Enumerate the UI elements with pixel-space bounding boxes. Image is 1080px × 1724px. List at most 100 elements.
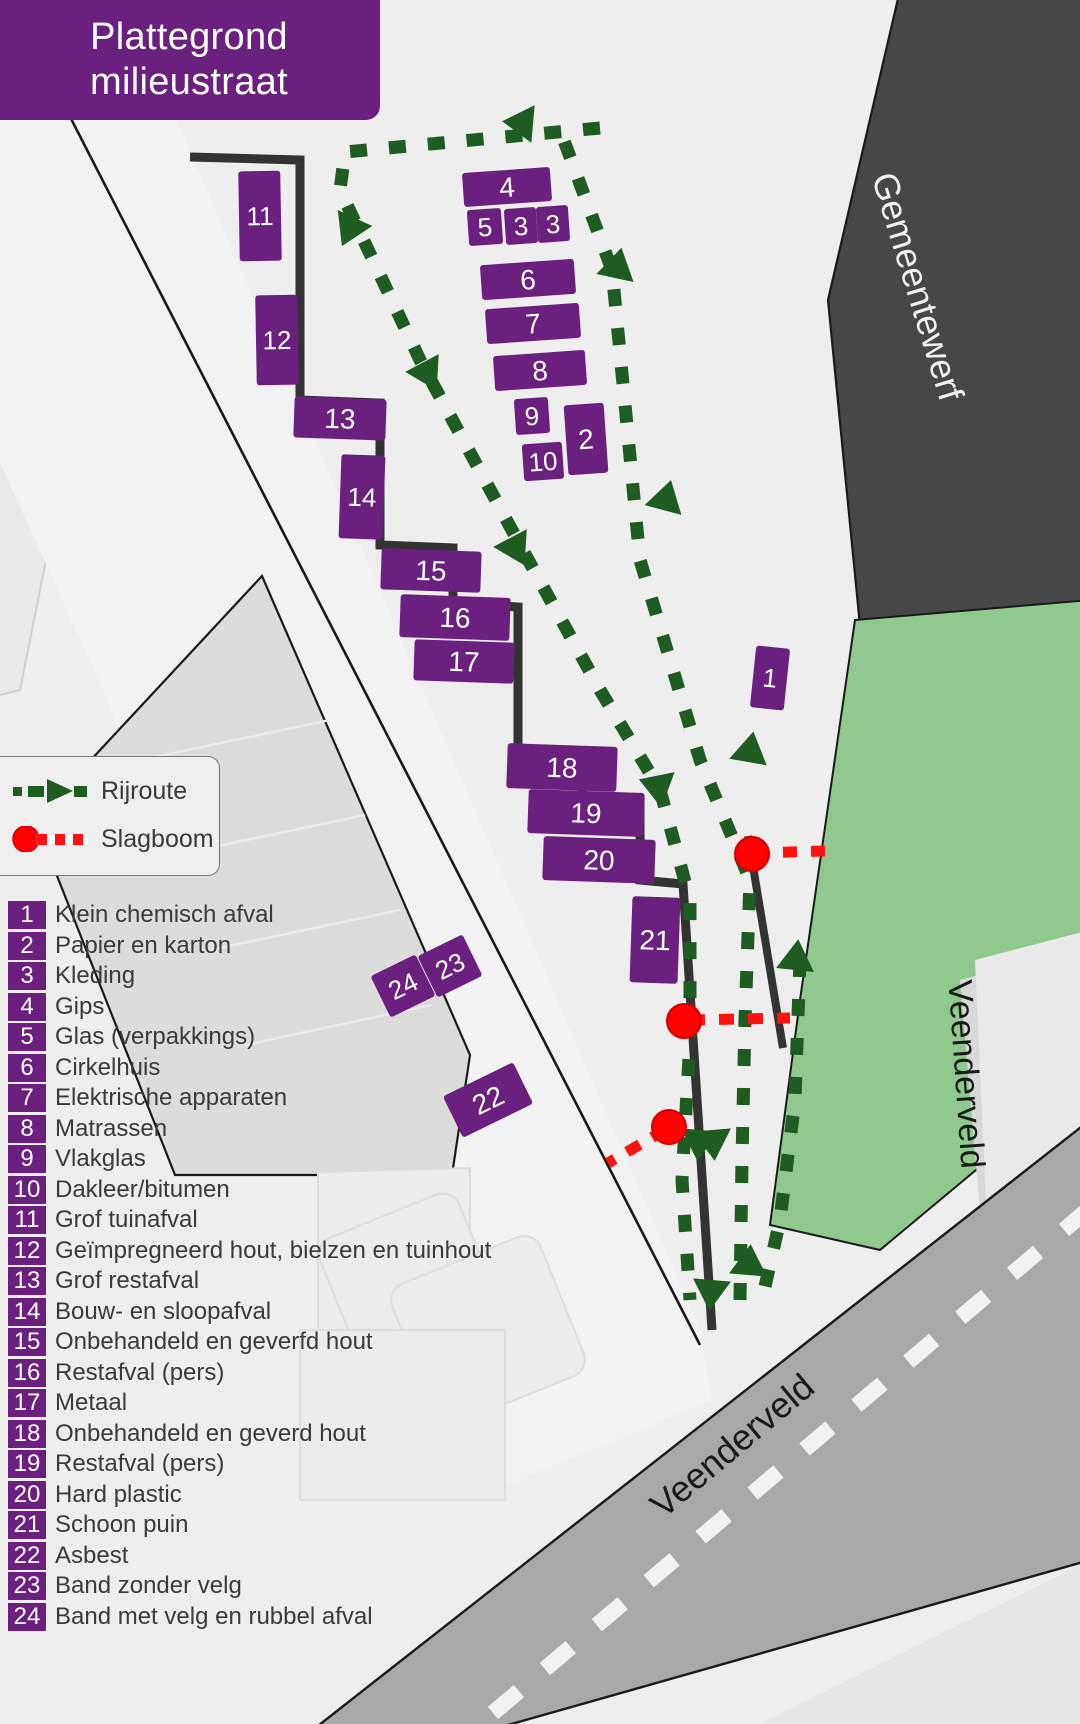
legend-item-number: 18 (8, 1419, 46, 1448)
container-24: 24 (371, 955, 435, 1017)
legend-item: 22 Asbest (8, 1541, 528, 1572)
container-6: 6 (480, 258, 576, 301)
legend-item-number: 24 (8, 1602, 46, 1631)
legend-item: 17 Metaal (8, 1388, 528, 1419)
legend-item-number: 10 (8, 1175, 46, 1204)
legend-label-slagboom: Slagboom (101, 824, 214, 853)
legend-row-rijroute: Rijroute (0, 767, 219, 815)
container-3: 3 (503, 207, 539, 245)
legend-item-label: Metaal (55, 1389, 128, 1417)
container-number: 11 (246, 201, 274, 231)
container-number: 8 (531, 355, 549, 387)
container-box (521, 441, 565, 482)
container-number: 21 (639, 924, 671, 956)
container-box (255, 294, 299, 386)
container-9: 9 (513, 397, 551, 435)
container-box (462, 167, 552, 207)
legend-item-number: 5 (8, 1023, 46, 1052)
legend-item-number: 19 (8, 1450, 46, 1479)
container-number: 7 (524, 308, 542, 340)
legend-item-number: 4 (8, 992, 46, 1021)
route-legend: Rijroute Slagboom (0, 756, 220, 876)
container-1: 1 (750, 645, 790, 711)
container-3: 3 (535, 205, 571, 243)
container-box (542, 836, 656, 884)
container-box (238, 170, 282, 262)
legend-item-label: Grof restafval (55, 1267, 200, 1295)
legend-item-label: Grof tuinafval (55, 1206, 198, 1234)
legend-item-label: Bouw- en sloopafval (55, 1297, 272, 1325)
slagboom-1 (734, 836, 826, 872)
page-title-line2: milieustraat (90, 61, 288, 103)
container-box (293, 396, 387, 441)
rijroute-arrowheads (337, 105, 814, 1311)
legend-item-label: Geïmpregneerd hout, bielzen en tuinhout (55, 1236, 492, 1264)
container-number: 20 (583, 844, 615, 876)
legend-item-number: 11 (8, 1206, 46, 1235)
slagboom-group (605, 836, 826, 1168)
slagboom-3 (605, 1109, 687, 1168)
container-number: 4 (498, 171, 516, 203)
container-19: 19 (527, 789, 645, 837)
container-number: 5 (477, 212, 494, 243)
container-20: 20 (542, 836, 656, 884)
container-2: 2 (563, 402, 609, 476)
container-box (338, 454, 386, 540)
container-22: 22 (443, 1063, 533, 1137)
legend-item-number: 17 (8, 1389, 46, 1418)
rijroute-key-icon (11, 778, 89, 804)
container-number: 1 (761, 662, 779, 693)
container-number: 16 (439, 602, 471, 634)
container-number: 17 (448, 646, 480, 678)
container-7: 7 (485, 302, 581, 345)
legend-item-label: Vlakglas (55, 1145, 146, 1173)
legend-item-label: Kleding (55, 962, 136, 990)
site-parcel (0, 0, 712, 1500)
container-number: 14 (347, 482, 377, 513)
container-box (371, 955, 435, 1017)
container-box (380, 548, 482, 593)
legend-item-number: 22 (8, 1541, 46, 1570)
legend-item-number: 6 (8, 1053, 46, 1082)
container-number: 12 (262, 325, 291, 356)
legend-item-number: 20 (8, 1480, 46, 1509)
legend-item-number: 9 (8, 1145, 46, 1174)
container-8: 8 (493, 350, 587, 391)
container-4: 4 (462, 167, 552, 207)
container-box (466, 208, 504, 246)
container-number: 9 (524, 401, 541, 432)
page-title-line1: Plattegrond (90, 16, 288, 59)
legend-item-number: 1 (8, 901, 46, 930)
container-number: 3 (545, 209, 562, 240)
legend-item-number: 23 (8, 1572, 46, 1601)
container-14: 14 (338, 454, 386, 540)
container-number: 3 (513, 211, 530, 242)
container-number: 19 (570, 797, 602, 829)
legend-item-label: Matrassen (55, 1114, 168, 1142)
legend-item-label: Asbest (55, 1541, 129, 1569)
container-10: 10 (521, 441, 565, 482)
container-box (480, 258, 576, 301)
legend-item-number: 2 (8, 931, 46, 960)
slagboom-2 (666, 1003, 791, 1039)
page-title: Plattegrond milieustraat (0, 0, 380, 120)
container-number: 13 (324, 403, 356, 435)
container-number: 10 (528, 446, 559, 478)
container-box (506, 743, 618, 792)
container-12: 12 (255, 294, 299, 386)
